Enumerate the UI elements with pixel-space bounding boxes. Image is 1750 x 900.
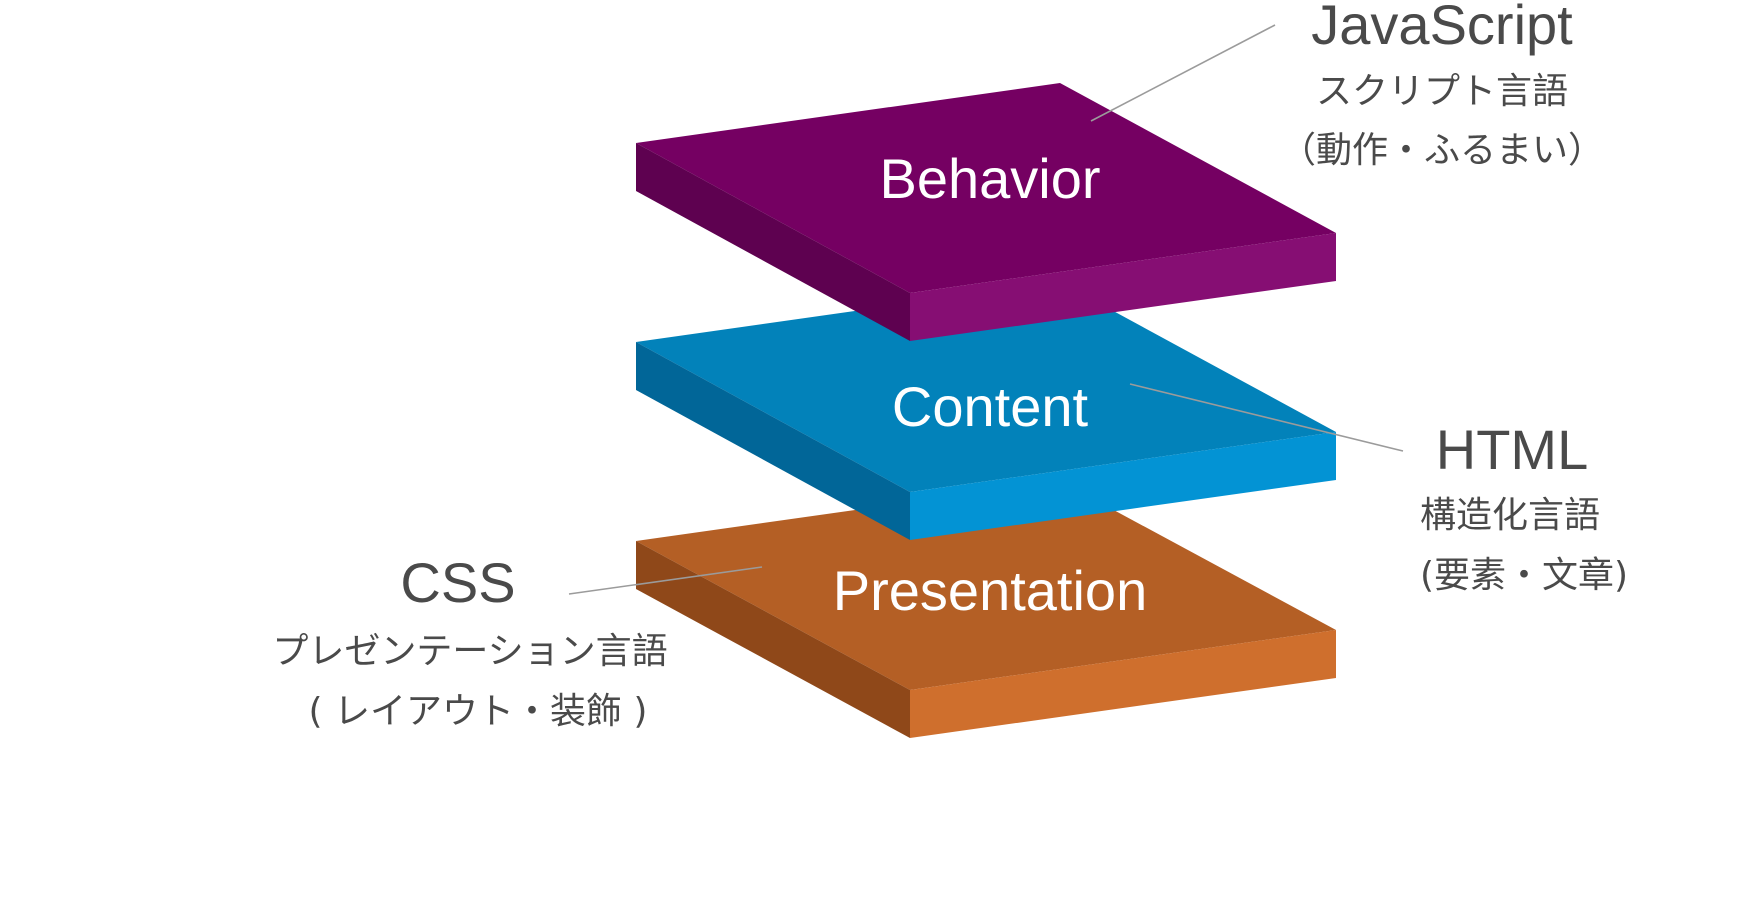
css-description: プレゼンテーション言語 bbox=[272, 631, 667, 672]
html-description: 構造化言語 bbox=[1420, 495, 1600, 536]
content-layer-left-face bbox=[636, 342, 910, 540]
css-name: CSS bbox=[400, 551, 515, 614]
behavior-layer-left-face bbox=[636, 143, 910, 341]
html-subdescription: (要素・文章) bbox=[1420, 555, 1628, 596]
content-layer-label: Content bbox=[892, 375, 1089, 438]
presentation-layer-left-face bbox=[636, 541, 910, 738]
presentation-layer: Presentation bbox=[636, 481, 1336, 738]
css-leader-line bbox=[568, 566, 763, 595]
javascript-description: スクリプト言語 bbox=[1316, 71, 1568, 112]
html-callout: HTML 構造化言語 (要素・文章) bbox=[1420, 418, 1628, 596]
content-layer: Content bbox=[636, 282, 1336, 540]
behavior-layer-label: Behavior bbox=[879, 147, 1100, 210]
behavior-layer-top-face bbox=[636, 83, 1336, 293]
presentation-layer-label: Presentation bbox=[833, 559, 1147, 622]
presentation-layer-front-face bbox=[910, 630, 1336, 738]
javascript-leader-line bbox=[1090, 24, 1276, 122]
content-layer-top-face bbox=[636, 282, 1336, 492]
behavior-layer: Behavior bbox=[636, 83, 1336, 341]
presentation-layer-top-face bbox=[636, 481, 1336, 690]
javascript-name: JavaScript bbox=[1311, 0, 1573, 56]
javascript-subdescription: （動作・ふるまい） bbox=[1280, 130, 1604, 171]
content-layer-front-face bbox=[910, 432, 1336, 540]
javascript-callout: JavaScript スクリプト言語 （動作・ふるまい） bbox=[1280, 0, 1604, 171]
html-name: HTML bbox=[1436, 418, 1588, 481]
html-leader-line bbox=[1129, 383, 1404, 452]
css-callout: CSS プレゼンテーション言語 ( レイアウト・装飾 ) bbox=[272, 551, 667, 732]
behavior-layer-front-face bbox=[910, 233, 1336, 341]
css-subdescription: ( レイアウト・装飾 ) bbox=[309, 691, 648, 732]
